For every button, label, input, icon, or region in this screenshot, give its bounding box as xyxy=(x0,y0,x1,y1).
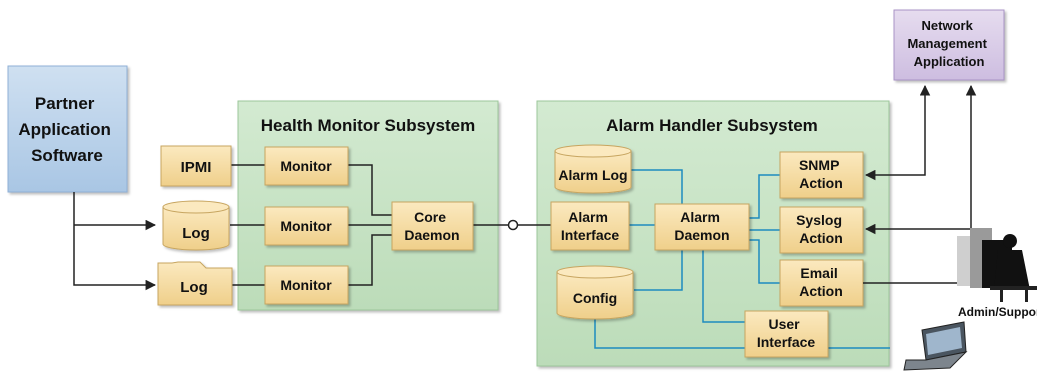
alarm-daemon-box xyxy=(654,203,750,251)
laptop-icon xyxy=(903,321,968,371)
network-label-line2: Management xyxy=(907,36,987,51)
snmp-action-line1: SNMP xyxy=(799,157,839,173)
email-action-box xyxy=(779,259,864,307)
log-folder-label: Log xyxy=(180,279,208,296)
alarm-interface-line1: Alarm xyxy=(568,209,608,225)
svg-text:Syslog Action: Syslog Action xyxy=(796,212,846,246)
network-label-line3: Application xyxy=(914,54,985,69)
email-action-line2: Action xyxy=(799,283,843,299)
ipmi-label: IPMI xyxy=(181,159,212,176)
monitor-label-3: Monitor xyxy=(280,277,332,293)
syslog-action-line2: Action xyxy=(799,230,843,246)
email-action-line1: Email xyxy=(800,265,837,281)
log-database-icon xyxy=(162,200,230,251)
monitor-box-1 xyxy=(264,146,349,186)
ipmi-box xyxy=(160,145,232,187)
alarm-interface-line2: Interface xyxy=(561,227,620,243)
network-management-box xyxy=(893,9,1005,81)
svg-text:Alarm Interface: Alarm Interface xyxy=(561,209,620,243)
alarm-log-label: Alarm Log xyxy=(558,167,627,183)
partner-application-box xyxy=(7,65,128,193)
partner-label-line2: Application xyxy=(18,120,111,139)
svg-text:Core Daemon: Core Daemon xyxy=(404,209,459,243)
admin-support-label: Admin/Support xyxy=(958,305,1037,319)
health-monitor-title: Health Monitor Subsystem xyxy=(261,116,475,135)
core-daemon-box xyxy=(391,201,474,251)
link-junction-icon xyxy=(507,219,519,231)
monitor-label-2: Monitor xyxy=(280,218,332,234)
syslog-action-box xyxy=(779,206,864,254)
alarm-log-database-icon xyxy=(554,144,632,194)
health-monitor-connectors xyxy=(230,164,551,286)
network-label-line1: Network xyxy=(922,18,974,33)
snmp-action-box xyxy=(779,151,864,199)
svg-text:Email Action: Email Action xyxy=(799,265,843,299)
svg-text:User Interface: User Interface xyxy=(757,316,816,350)
svg-text:SNMP Action: SNMP Action xyxy=(799,157,843,191)
monitor-box-3 xyxy=(264,265,349,305)
svg-text:Network Management App: Network Management Application xyxy=(907,18,990,69)
monitor-label-1: Monitor xyxy=(280,158,332,174)
user-interface-box xyxy=(744,310,829,358)
svg-text:Partner Application So: Partner Application Software xyxy=(18,94,115,165)
partner-label-line1: Partner xyxy=(35,94,95,113)
partner-arrows xyxy=(73,192,157,291)
alarm-interface-box xyxy=(550,201,630,251)
alarm-handler-title: Alarm Handler Subsystem xyxy=(606,116,818,135)
user-interface-line2: Interface xyxy=(757,334,816,350)
log-folder-icon xyxy=(157,261,233,306)
core-daemon-line2: Daemon xyxy=(404,227,459,243)
svg-text:Alarm Daemon: Alarm Daemon xyxy=(674,209,729,243)
admin-support-icon xyxy=(957,228,1037,302)
user-interface-line1: User xyxy=(768,316,800,332)
log-database-label: Log xyxy=(182,225,210,242)
monitor-box-2 xyxy=(264,206,349,246)
partner-label-line3: Software xyxy=(31,146,103,165)
alarm-daemon-line2: Daemon xyxy=(674,227,729,243)
snmp-action-line2: Action xyxy=(799,175,843,191)
alarm-daemon-line1: Alarm xyxy=(680,209,720,225)
core-daemon-line1: Core xyxy=(414,209,446,225)
config-label: Config xyxy=(573,290,617,306)
syslog-action-line1: Syslog xyxy=(796,212,842,228)
config-database-icon xyxy=(556,265,634,320)
